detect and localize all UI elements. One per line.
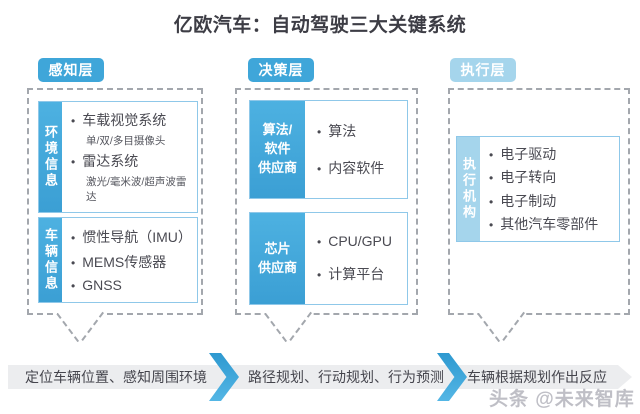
bullet-icon: • <box>71 155 76 170</box>
list-item: • 电子驱动 <box>489 144 617 164</box>
item-text: 其他汽车零部件 <box>500 215 599 232</box>
bullet-icon: • <box>489 171 494 186</box>
flow-step-decision: 路径规划、行动规划、行为预测 <box>248 369 444 385</box>
environment-info-label: 环境信息 <box>39 102 62 212</box>
list-item: • MEMS传感器 <box>71 252 195 272</box>
algorithm-supplier-label: 算法/ 软件 供应商 <box>250 101 305 198</box>
bullet-icon: • <box>71 231 76 245</box>
item-text: CPU/GPU <box>328 232 392 249</box>
layer-pill-decision: 决策层 <box>248 58 314 82</box>
bullet-icon: • <box>489 194 494 209</box>
flow-step-execution: 车辆根据规划作出反应 <box>467 369 607 385</box>
chip-supplier-label: 芯片 供应商 <box>250 213 305 304</box>
notch-gap <box>58 313 104 315</box>
watermark: 头条 @未来智库 <box>489 389 635 410</box>
vehicle-info-label: 车辆信息 <box>39 218 62 302</box>
environment-info-content: • 车载视觉系统 单/双/多目摄像头 • 雷达系统 激光/毫米波/超声波雷达 <box>62 102 197 212</box>
vehicle-info-content: • 惯性导航（IMU） • MEMS传感器 • GNSS <box>62 218 197 302</box>
notch-gap <box>266 313 312 315</box>
list-item: • 雷达系统 激光/毫米波/超声波雷达 <box>71 151 195 204</box>
list-item: • 电子制动 <box>489 191 617 211</box>
decision-layer-box: 算法/ 软件 供应商 • 算法 • 内容软件 芯片 供应商 • CPU/GPU • 计算… <box>235 88 418 343</box>
chip-supplier-content: • CPU/GPU • 计算平台 <box>305 213 407 304</box>
list-item: • 车载视觉系统 单/双/多目摄像头 <box>71 110 195 148</box>
bullet-icon: • <box>317 234 322 249</box>
process-flow-bar <box>8 365 632 389</box>
notch-arm-right <box>81 311 104 341</box>
item-note: 单/双/多目摄像头 <box>86 134 166 147</box>
vehicle-info-box: 车辆信息 • 惯性导航（IMU） • MEMS传感器 • GNSS <box>38 217 198 303</box>
bullet-icon: • <box>71 113 76 128</box>
item-text: 雷达系统 <box>82 153 139 170</box>
item-text: 内容软件 <box>328 159 385 176</box>
environment-info-box: 环境信息 • 车载视觉系统 单/双/多目摄像头 • 雷达系统 激光/毫米波/超声波雷… <box>38 101 198 213</box>
list-item: • 惯性导航（IMU） <box>71 227 195 247</box>
notch-arm-left <box>264 313 288 343</box>
bullet-icon: • <box>317 161 322 176</box>
flow-step-perception: 定位车辆位置、感知周围环境 <box>25 369 207 385</box>
actuator-label: 执行机构 <box>457 137 480 241</box>
bullet-icon: • <box>317 268 322 283</box>
actuator-box: 执行机构 • 电子驱动 • 电子转向 • 电子制动 • 其他汽车零部件 <box>456 136 620 242</box>
item-text: 计算平台 <box>328 266 385 283</box>
list-item: • GNSS <box>71 277 195 293</box>
list-item: • 计算平台 <box>317 264 405 284</box>
item-text: 电子转向 <box>500 169 557 186</box>
list-item: • 内容软件 <box>317 158 405 178</box>
item-text: GNSS <box>82 277 122 293</box>
item-note: 激光/毫米波/超声波雷达 <box>86 176 187 204</box>
actuator-content: • 电子驱动 • 电子转向 • 电子制动 • 其他汽车零部件 <box>480 137 619 241</box>
item-text: 惯性导航（IMU） <box>82 229 192 245</box>
layer-pill-execution: 执行层 <box>450 58 516 82</box>
notch-arm-left <box>477 313 501 343</box>
algorithm-supplier-content: • 算法 • 内容软件 <box>305 101 407 198</box>
bullet-icon: • <box>489 217 494 232</box>
notch-arm-left <box>56 313 80 343</box>
item-text: 算法 <box>328 123 357 140</box>
layer-pill-perception: 感知层 <box>38 58 104 82</box>
item-text: 电子制动 <box>500 192 557 209</box>
execution-layer-box: 执行机构 • 电子驱动 • 电子转向 • 电子制动 • 其他汽车零部件 <box>448 88 630 343</box>
notch-arm-right <box>502 311 525 341</box>
list-item: • 其他汽车零部件 <box>489 214 617 234</box>
bullet-icon: • <box>317 125 322 140</box>
page-title: 亿欧汽车：自动驾驶三大关键系统 <box>173 15 467 36</box>
perception-layer-box: 环境信息 • 车载视觉系统 单/双/多目摄像头 • 雷达系统 激光/毫米波/超声波雷… <box>27 88 203 343</box>
bullet-icon: • <box>71 256 76 270</box>
list-item: • CPU/GPU <box>317 233 405 249</box>
item-text: 电子驱动 <box>500 146 557 163</box>
bullet-icon: • <box>71 279 76 293</box>
item-text: MEMS传感器 <box>82 254 167 270</box>
notch-gap <box>479 313 525 315</box>
item-text: 车载视觉系统 <box>82 111 167 128</box>
list-item: • 电子转向 <box>489 167 617 187</box>
list-item: • 算法 <box>317 121 405 141</box>
chip-supplier-box: 芯片 供应商 • CPU/GPU • 计算平台 <box>249 212 408 305</box>
algorithm-supplier-box: 算法/ 软件 供应商 • 算法 • 内容软件 <box>249 100 408 199</box>
notch-arm-right <box>289 311 312 341</box>
bullet-icon: • <box>489 148 494 163</box>
